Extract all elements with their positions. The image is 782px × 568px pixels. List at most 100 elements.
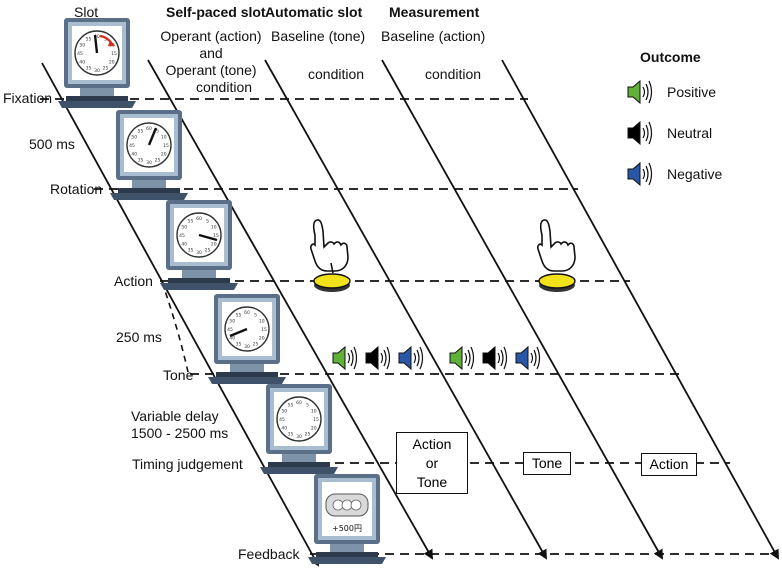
label-feedback: Feedback	[238, 546, 300, 562]
clock-tick-label: 10	[211, 225, 217, 231]
clock-tick-label: 55	[188, 218, 194, 224]
clock-tick-label: 25	[205, 248, 211, 254]
speaker-positive-icon	[332, 346, 358, 370]
clock-tick-label: 50	[131, 135, 137, 141]
clock-tick-label: 5	[206, 218, 209, 224]
clock-tick-label: 45	[179, 233, 185, 239]
slot-machine-icon	[325, 493, 369, 517]
response-button	[538, 273, 576, 292]
label-delay-line2: 1500 - 2500 ms	[131, 425, 229, 441]
clock-tick-label: 50	[79, 43, 85, 49]
clock-tick-label: 40	[281, 426, 287, 432]
clock-tick-label: 60	[196, 216, 202, 222]
legend-neutral: Neutral	[667, 125, 713, 141]
clock-tick-label: 50	[181, 225, 187, 231]
automatic-timeline	[264, 59, 547, 560]
label-timing: Timing judgement	[132, 456, 243, 472]
speaker-negative-icon	[515, 346, 541, 370]
legend-title: Outcome	[640, 49, 701, 65]
legend-positive: Positive	[667, 84, 717, 100]
clock-tick-label: 20	[161, 152, 167, 158]
clock-tick-label: 35	[288, 432, 294, 438]
clock-tick-label: 50	[229, 319, 235, 325]
clock-tick-label: 45	[227, 327, 233, 333]
label-delay-line1: Variable delay	[131, 408, 219, 424]
clock-hand	[147, 127, 158, 146]
clock-tick-label: 25	[253, 342, 259, 348]
clock-hand	[198, 233, 218, 242]
box-tone: Tone	[523, 452, 571, 475]
clock-tick-label: 55	[86, 36, 92, 42]
self-paced-line1: Operant (action)	[160, 28, 262, 44]
clock-tick-label: 20	[311, 426, 317, 432]
label-250ms: 250 ms	[116, 329, 162, 345]
speaker-neutral-icon	[482, 346, 508, 370]
clock-tick-label: 35	[86, 66, 92, 72]
header-measurement: Measurement	[389, 4, 480, 20]
clock-tick-label: 20	[109, 60, 115, 66]
clock-tick-label: 15	[111, 51, 117, 57]
legend-negative: Negative	[667, 166, 723, 182]
clock-tick-label: 45	[129, 143, 135, 149]
clock-tick-label: 40	[131, 152, 137, 158]
header-automatic: Automatic slot	[265, 4, 363, 20]
pointing-hand-icon	[310, 219, 349, 274]
box-action: Action	[641, 453, 697, 476]
box-aot-line1: Action	[412, 435, 452, 452]
interval-bracket	[161, 281, 189, 373]
speaker-positive-icon	[449, 346, 475, 370]
self-paced-line4: condition	[195, 79, 253, 95]
clock-tick-label: 35	[188, 248, 194, 254]
speaker-icons-automatic	[332, 346, 424, 370]
clock-tick-label: 60	[244, 310, 250, 316]
outer-timeline	[501, 59, 779, 560]
speaker-neutral-icon	[365, 346, 391, 370]
self-paced-line2: and	[199, 45, 223, 61]
automatic-line1: Baseline (tone)	[271, 28, 366, 44]
speaker-negative-icon	[398, 346, 424, 370]
clock-tick-label: 10	[161, 135, 167, 141]
clock-tick-label: 40	[79, 60, 85, 66]
label-fixation: Fixation	[3, 90, 53, 106]
clock-tick-label: 10	[311, 409, 317, 415]
label-action: Action	[114, 273, 153, 289]
clock-tick-label: 25	[305, 432, 311, 438]
label-rotation: Rotation	[50, 181, 103, 197]
clock-hand	[229, 327, 248, 338]
clock-tick-label: 30	[196, 250, 202, 256]
clock-tick-label: 5	[254, 312, 257, 318]
clock-tick-label: 45	[279, 417, 285, 423]
clock-tick-label: 25	[103, 66, 109, 72]
self-paced-timeline	[147, 59, 433, 560]
clock-tick-label: 20	[259, 336, 265, 342]
rotation-arrow	[108, 40, 115, 46]
clock-tick-label: 30	[244, 344, 250, 350]
header-slot: Slot	[74, 4, 99, 20]
clock-tick-label: 60	[94, 34, 100, 40]
measurement-line2: condition	[425, 66, 482, 82]
clock-tick-label: 5	[104, 36, 107, 42]
clock-tick-label: 60	[146, 126, 152, 132]
clock-tick-label: 10	[259, 319, 265, 325]
clock-tick-label: 25	[155, 158, 161, 164]
box-aot-line3: Tone	[416, 473, 448, 490]
clock-tick-label: 15	[213, 233, 219, 239]
legend-neutral-icon	[627, 121, 653, 145]
reward-text: +500円	[332, 524, 362, 533]
clock-hand	[93, 34, 99, 54]
slot-timeline	[41, 62, 319, 567]
clock-tick-label: 40	[181, 242, 187, 248]
measurement-line1: Baseline (action)	[381, 28, 486, 44]
clock-tick-label: 5	[306, 402, 309, 408]
legend-positive-icon	[627, 80, 653, 104]
clock-tick-label: 30	[94, 68, 100, 74]
measurement-timeline	[381, 59, 663, 560]
automatic-line2: condition	[308, 66, 365, 82]
clock-tick-label: 20	[211, 242, 217, 248]
clock-tick-label: 15	[313, 417, 319, 423]
clock-tick-label: 40	[229, 336, 235, 342]
